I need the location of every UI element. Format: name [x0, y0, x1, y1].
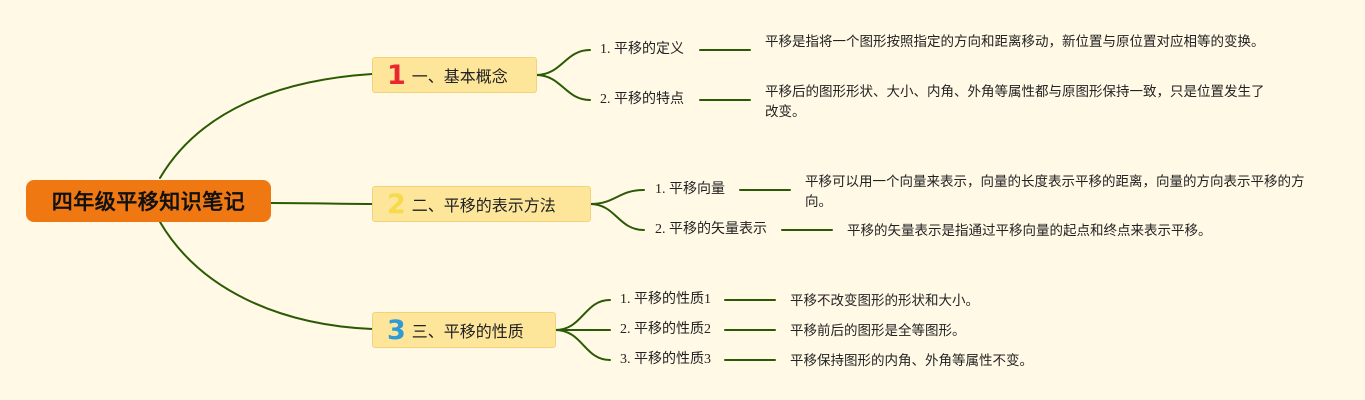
detail-3-3: 平移保持图形的内角、外角等属性不变。	[790, 353, 1033, 369]
link-branch-1-topic-1	[535, 49, 591, 76]
link-branch-1-topic-2	[535, 74, 591, 101]
branch-1-label: 一、基本概念	[411, 67, 508, 86]
root-node[interactable]: 四年级平移知识笔记	[26, 180, 271, 222]
link-root-branch-1	[159, 73, 373, 179]
topic-3-3[interactable]: 3. 平移的性质3	[620, 352, 711, 367]
link-root-branch-2	[270, 202, 373, 205]
branch-3-number: 3	[387, 314, 406, 346]
link-branch-2-topic-2	[589, 203, 645, 231]
root-title: 四年级平移知识笔记	[51, 190, 246, 214]
topic-1-1[interactable]: 1. 平移的定义	[600, 42, 684, 57]
link-root-branch-3	[159, 221, 373, 330]
topic-2-2[interactable]: 2. 平移的矢量表示	[655, 222, 767, 237]
detail-2-2: 平移的矢量表示是指通过平移向量的起点和终点来表示平移。	[847, 223, 1212, 239]
branch-2-number: 2	[387, 188, 406, 220]
link-branch-3-topic-1	[554, 299, 611, 331]
branch-3-label: 三、平移的性质	[411, 322, 524, 341]
topic-2-1[interactable]: 1. 平移向量	[655, 182, 725, 197]
branch-2-label: 二、平移的表示方法	[411, 196, 556, 215]
branch-node-2[interactable]: 2 二、平移的表示方法	[372, 186, 591, 222]
detail-1-2: 平移后的图形形状、大小、内角、外角等属性都与原图形保持一致，只是位置发生了改变。	[765, 84, 1265, 120]
link-branch-3-topic-3	[554, 329, 611, 361]
branch-node-3[interactable]: 3 三、平移的性质	[372, 312, 556, 348]
detail-1-1: 平移是指将一个图形按照指定的方向和距离移动，新位置与原位置对应相等的变换。	[765, 34, 1265, 50]
link-branch-2-topic-1	[589, 189, 645, 205]
detail-3-1: 平移不改变图形的形状和大小。	[790, 293, 979, 309]
branch-1-number: 1	[387, 59, 406, 91]
detail-3-2: 平移前后的图形是全等图形。	[790, 323, 966, 339]
topic-3-1[interactable]: 1. 平移的性质1	[620, 292, 711, 307]
topic-3-2[interactable]: 2. 平移的性质2	[620, 322, 711, 337]
branch-node-1[interactable]: 1 一、基本概念	[372, 57, 537, 93]
topic-1-2[interactable]: 2. 平移的特点	[600, 92, 684, 107]
detail-2-1: 平移可以用一个向量来表示，向量的长度表示平移的距离，向量的方向表示平移的方向。	[805, 174, 1305, 210]
